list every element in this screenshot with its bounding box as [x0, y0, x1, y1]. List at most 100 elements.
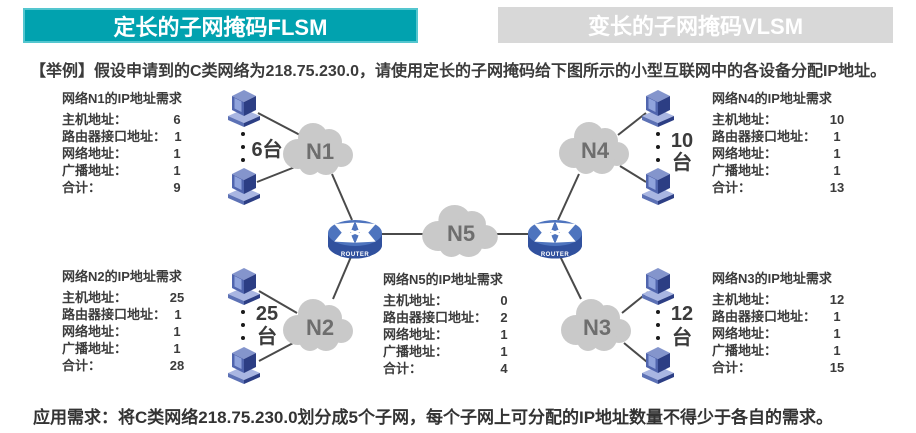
- network-links: [256, 112, 649, 363]
- row-value: 28: [169, 358, 185, 373]
- block-row: 广播地址： 1: [712, 162, 850, 179]
- host-count-n4-unit: 台: [672, 150, 692, 174]
- cloud-label-n3: N3: [583, 315, 611, 340]
- tab-vlsm[interactable]: 变长的子网掩码VLSM: [498, 7, 893, 43]
- computer-icon: [642, 268, 674, 305]
- host-count-n2-num: 25: [256, 303, 278, 325]
- cloud-label-n2: N2: [306, 315, 334, 340]
- block-title: 网络N4的IP地址需求: [712, 91, 832, 106]
- ellipsis-dots: [241, 132, 660, 340]
- computer-icon: [228, 168, 260, 205]
- row-label: 网络地址：: [712, 146, 778, 161]
- row-label: 主机地址：: [712, 292, 778, 307]
- block-row: 广播地址：1: [712, 342, 850, 359]
- requirements-block-n3: 网络N3的IP地址需求 主机地址：12 路由器接口地址：1 网络地址： 1 广播地…: [712, 270, 850, 376]
- block-row: 主机地址： 10: [712, 111, 850, 128]
- row-value: 1: [833, 163, 841, 178]
- row-value: 1: [174, 307, 182, 322]
- block-row: 主机地址：6: [62, 111, 190, 128]
- host-count-n2-unit: 台: [257, 324, 277, 348]
- block-row: 网络地址： 1: [712, 325, 850, 342]
- block-row: 网络地址： 1: [62, 145, 190, 162]
- row-value: 1: [500, 344, 508, 359]
- host-count-n3-num: 12: [671, 303, 693, 325]
- row-label: 合计：: [712, 180, 752, 195]
- row-label: 路由器接口地址：: [62, 129, 167, 144]
- row-value: 9: [173, 180, 181, 195]
- row-value: 1: [833, 326, 841, 341]
- row-label: 路由器接口地址：: [712, 129, 817, 144]
- row-label: 网络地址：: [62, 324, 128, 339]
- row-value: 25: [169, 290, 185, 305]
- example-text: 【举例】假设申请到的C类网络为218.75.230.0，请使用定长的子网掩码给下…: [30, 63, 887, 80]
- block-row: 路由器接口地址：1: [712, 308, 850, 325]
- computer-icon: [642, 347, 674, 384]
- row-label: 路由器接口地址：: [62, 307, 167, 322]
- application-requirement-text: 应用需求：将C类网络218.75.230.0划分成5个子网，每个子网上可分配的I…: [33, 408, 834, 427]
- block-title: 网络N5的IP地址需求: [383, 272, 503, 287]
- block-row: 路由器接口地址： 2: [383, 309, 517, 326]
- row-value: 2: [500, 310, 508, 325]
- host-count-n3-unit: 台: [672, 325, 692, 349]
- block-title: 网络N1的IP地址需求: [62, 91, 182, 106]
- block-row: 合计： 9: [62, 179, 190, 196]
- row-label: 广播地址：: [383, 344, 449, 359]
- block-row: 广播地址：1: [62, 162, 190, 179]
- row-value: 15: [829, 360, 845, 375]
- block-row: 主机地址： 0: [383, 292, 517, 309]
- row-label: 主机地址：: [62, 290, 128, 305]
- computer-icon: [228, 90, 260, 127]
- row-label: 网络地址：: [712, 326, 778, 341]
- row-label: 广播地址：: [62, 341, 128, 356]
- tab-flsm[interactable]: 定长的子网掩码FLSM: [23, 8, 418, 43]
- block-row: 合计： 15: [712, 359, 850, 376]
- block-title: 网络N3的IP地址需求: [712, 271, 832, 286]
- computer-icon: [642, 90, 674, 127]
- row-label: 广播地址：: [712, 343, 778, 358]
- requirements-block-n5: 网络N5的IP地址需求 主机地址： 0 路由器接口地址： 2 网络地址：1 广播地址…: [383, 271, 517, 377]
- row-value: 1: [173, 324, 181, 339]
- row-label: 路由器接口地址：: [712, 309, 817, 324]
- requirements-block-n2: 网络N2的IP地址需求 主机地址： 25 路由器接口地址： 1 网络地址： 1 广播地…: [62, 268, 190, 374]
- block-row: 路由器接口地址： 1: [62, 128, 190, 145]
- row-label: 合计：: [62, 180, 102, 195]
- block-row: 合计：28: [62, 357, 190, 374]
- computer-icon: [228, 347, 260, 384]
- block-row: 主机地址：12: [712, 291, 850, 308]
- block-row: 路由器接口地址： 1: [62, 306, 190, 323]
- cloud-label-n4: N4: [581, 138, 610, 163]
- row-value: 1: [174, 129, 182, 144]
- row-value: 1: [833, 129, 841, 144]
- host-count-n1: 6台: [251, 137, 282, 161]
- block-row: 路由器接口地址： 1: [712, 128, 850, 145]
- block-row: 网络地址： 1: [712, 145, 850, 162]
- row-value: 6: [173, 112, 181, 127]
- row-value: 1: [173, 146, 181, 161]
- row-label: 合计：: [383, 361, 423, 376]
- row-label: 广播地址：: [712, 163, 778, 178]
- cloud-label-n1: N1: [306, 139, 334, 164]
- block-row: 广播地址： 1: [383, 343, 517, 360]
- router-left-label: ROUTER: [341, 252, 370, 258]
- row-value: 13: [829, 180, 845, 195]
- block-row: 广播地址：1: [62, 340, 190, 357]
- row-value: 0: [500, 293, 508, 308]
- block-title: 网络N2的IP地址需求: [62, 269, 182, 284]
- row-value: 4: [500, 361, 508, 376]
- row-value: 10: [829, 112, 845, 127]
- row-value: 1: [500, 327, 508, 342]
- row-label: 主机地址：: [383, 293, 449, 308]
- row-label: 主机地址：: [712, 112, 778, 127]
- requirements-block-n4: 网络N4的IP地址需求 主机地址： 10 路由器接口地址： 1 网络地址： 1 广播地…: [712, 90, 850, 196]
- row-label: 合计：: [712, 360, 752, 375]
- cloud-label-n5: N5: [447, 221, 475, 246]
- computer-icon: [642, 168, 674, 205]
- requirements-block-n1: 网络N1的IP地址需求 主机地址：6 路由器接口地址： 1 网络地址： 1 广播地址…: [62, 90, 190, 196]
- row-label: 路由器接口地址：: [383, 310, 488, 325]
- computer-icon: [228, 268, 260, 305]
- row-label: 网络地址：: [62, 146, 128, 161]
- row-value: 1: [173, 163, 181, 178]
- router-right-label: ROUTER: [541, 252, 570, 258]
- block-row: 网络地址：1: [383, 326, 517, 343]
- row-value: 1: [833, 146, 841, 161]
